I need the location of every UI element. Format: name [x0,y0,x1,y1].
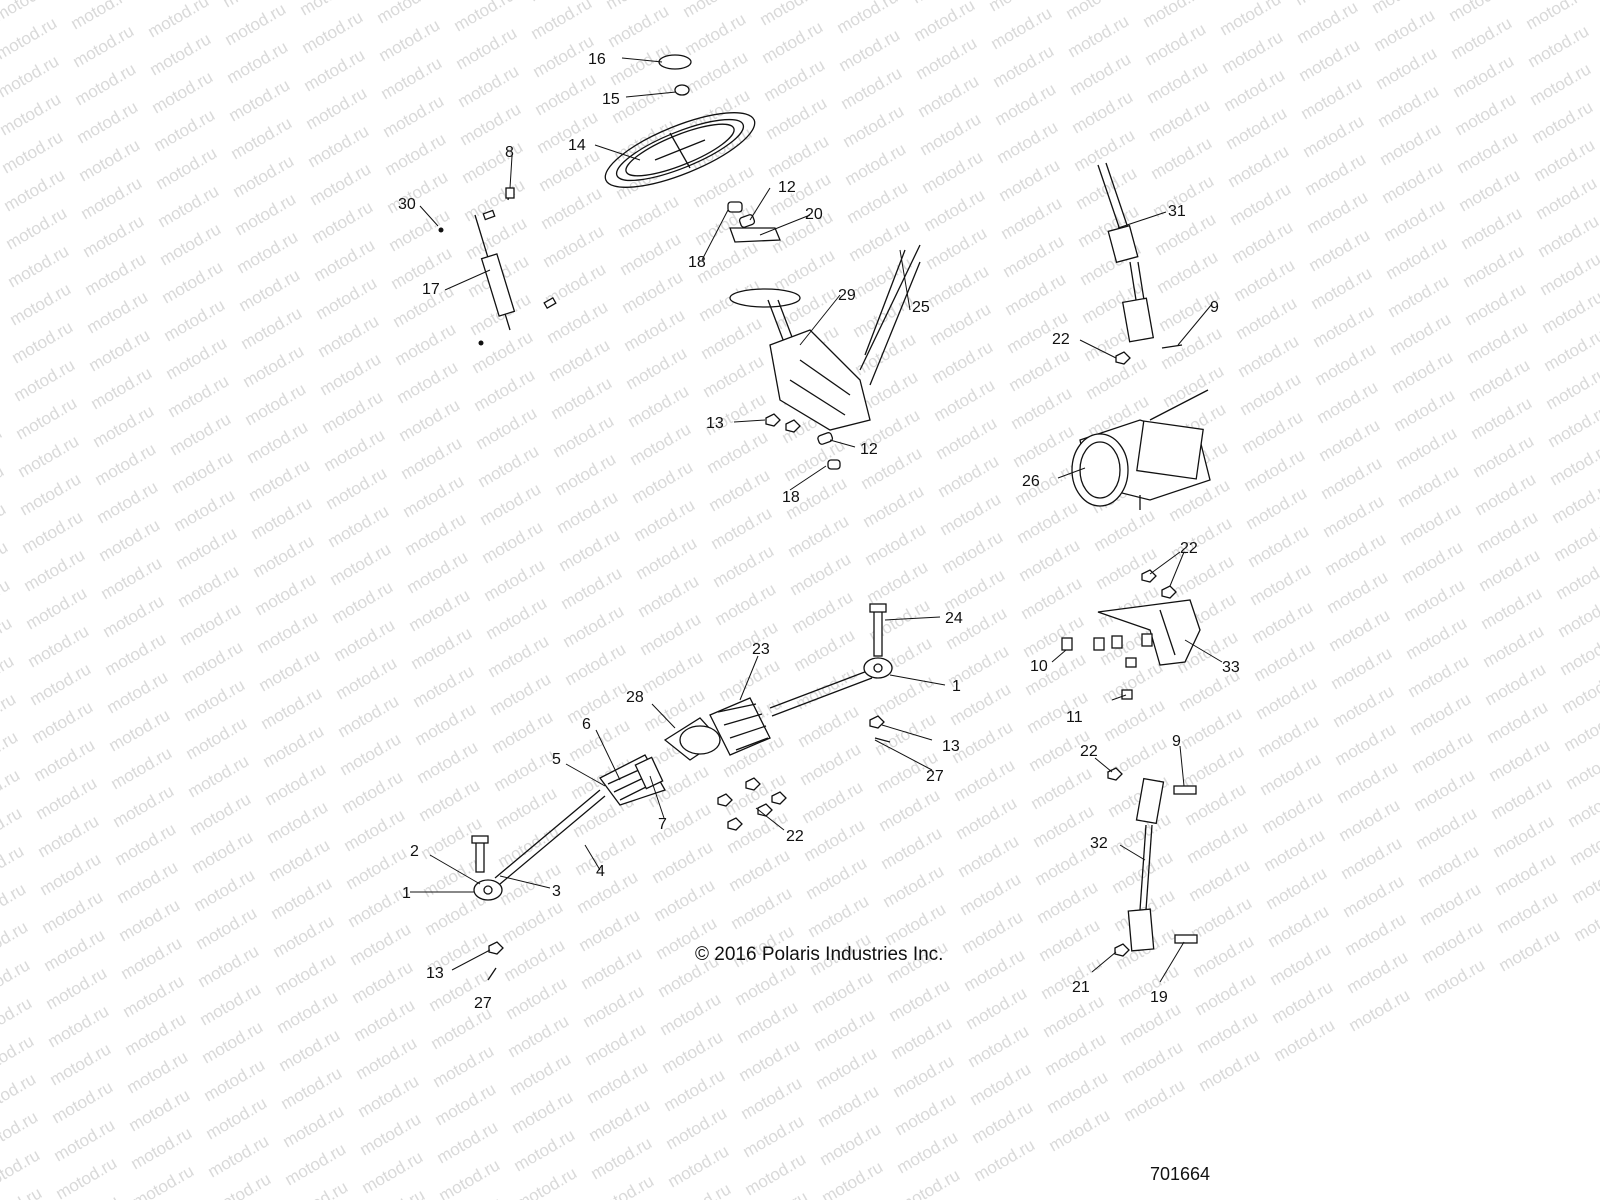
callout-2: 2 [410,843,419,860]
callout-27: 27 [926,768,944,785]
callout-27: 27 [474,995,492,1012]
callout-22: 22 [1180,540,1198,557]
callout-15: 15 [602,91,620,108]
column-bracket-part [727,201,921,470]
callout-13: 13 [426,965,444,982]
callout-26: 26 [1022,473,1040,490]
upper-steering-shaft-part [1097,162,1183,365]
callout-1: 1 [402,885,411,902]
callout-11: 11 [1066,709,1083,726]
callout-labels: 16 15 14 8 30 17 12 20 18 29 25 13 12 18… [398,51,1240,1012]
callout-4: 4 [596,863,605,880]
callout-23: 23 [752,641,770,658]
callout-12: 12 [778,179,796,196]
callout-25: 25 [912,299,930,316]
steering-rack-part [471,603,893,981]
callout-12: 12 [860,441,878,458]
steering-wheel-part [604,54,756,188]
callout-22: 22 [786,828,804,845]
callout-18: 18 [688,254,706,271]
callout-22: 22 [1080,743,1098,760]
callout-3: 3 [552,883,561,900]
leader-lines [410,57,1223,983]
gas-strut-part [438,187,557,346]
callout-7: 7 [658,816,667,833]
callout-1: 1 [952,678,961,695]
callout-13: 13 [942,738,960,755]
callout-8: 8 [505,144,514,161]
callout-13: 13 [706,415,724,432]
callout-32: 32 [1090,835,1108,852]
lower-steering-shaft-part [1107,767,1198,957]
callout-30: 30 [398,196,416,213]
callout-21: 21 [1072,979,1090,996]
callout-29: 29 [838,287,856,304]
callout-31: 31 [1168,203,1186,220]
copyright-notice: © 2016 Polaris Industries Inc. [695,944,943,965]
callout-18: 18 [782,489,800,506]
callout-14: 14 [568,137,586,154]
callout-10: 10 [1030,658,1048,675]
callout-28: 28 [626,689,644,706]
callout-6: 6 [582,716,591,733]
diagram-code: 701664 [1150,1164,1210,1184]
callout-17: 17 [422,281,440,298]
callout-24: 24 [945,610,963,627]
callout-33: 33 [1222,659,1240,676]
callout-19: 19 [1150,989,1168,1006]
callout-9: 9 [1210,299,1219,316]
callout-22: 22 [1052,331,1070,348]
callout-16: 16 [588,51,606,68]
callout-5: 5 [552,751,561,768]
callout-9: 9 [1172,733,1181,750]
power-steering-unit-part [1071,389,1211,510]
callout-20: 20 [805,206,823,223]
mount-bracket-part [1061,569,1201,700]
